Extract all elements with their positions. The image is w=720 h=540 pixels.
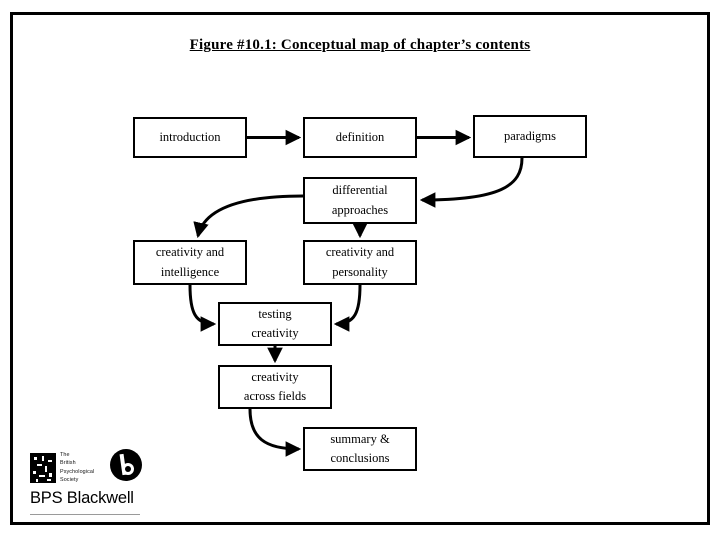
bps-crest-icon <box>30 453 56 483</box>
node-creativity-and-personality[interactable]: creativity and personality <box>303 240 417 285</box>
page-title: Figure #10.1: Conceptual map of chapter’… <box>189 37 531 53</box>
society-line-3: Psychological <box>60 468 95 475</box>
node-label-line2: approaches <box>331 202 389 217</box>
edge-creativity-intelligence-testing <box>188 284 217 332</box>
node-label: paradigms <box>503 128 557 143</box>
edge-across-fields-summary <box>248 408 302 457</box>
node-label-line2: creativity <box>251 326 299 340</box>
node-label-line2: conclusions <box>330 451 390 465</box>
node-summary-and-conclusions[interactable]: summary & conclusions <box>303 427 417 471</box>
logo-wordmark: BPS Blackwell <box>30 489 134 507</box>
logo-top-row: The British Psychological Society <box>30 447 142 491</box>
edge-paradigms-differential <box>419 157 524 208</box>
node-label: introduction <box>159 129 221 144</box>
node-label-line1: differential <box>332 183 388 198</box>
society-line-4: Society <box>60 477 79 484</box>
node-label-line1: creativity and <box>325 245 395 260</box>
society-line-2: British <box>60 460 76 467</box>
node-introduction[interactable]: introduction <box>133 117 247 158</box>
node-label-line1: creativity and <box>155 245 225 260</box>
node-testing-creativity[interactable]: testing creativity <box>218 302 332 346</box>
node-label-line2: across fields <box>243 389 307 403</box>
edge-creativity-personality-testing <box>333 284 362 332</box>
node-label-line1: summary & <box>330 431 390 446</box>
blackwell-b-icon <box>110 449 142 481</box>
bps-blackwell-logo: The British Psychological Society BPS Bl… <box>30 447 142 519</box>
node-creativity-across-fields[interactable]: creativity across fields <box>218 365 332 409</box>
node-definition[interactable]: definition <box>303 117 417 158</box>
node-label-line1: testing <box>258 306 292 321</box>
node-label-line1: creativity <box>251 369 299 384</box>
edge-differential-creativity-intelligence <box>193 194 304 239</box>
logo-divider <box>30 514 140 515</box>
society-name: The British Psychological Society <box>60 451 108 485</box>
society-line-1: The <box>60 452 70 458</box>
node-label: definition <box>335 129 385 144</box>
node-label-line2: personality <box>332 264 388 279</box>
node-paradigms[interactable]: paradigms <box>473 115 587 158</box>
node-creativity-and-intelligence[interactable]: creativity and intelligence <box>133 240 247 285</box>
node-differential-approaches[interactable]: differential approaches <box>303 177 417 224</box>
node-label-line2: intelligence <box>160 264 220 279</box>
